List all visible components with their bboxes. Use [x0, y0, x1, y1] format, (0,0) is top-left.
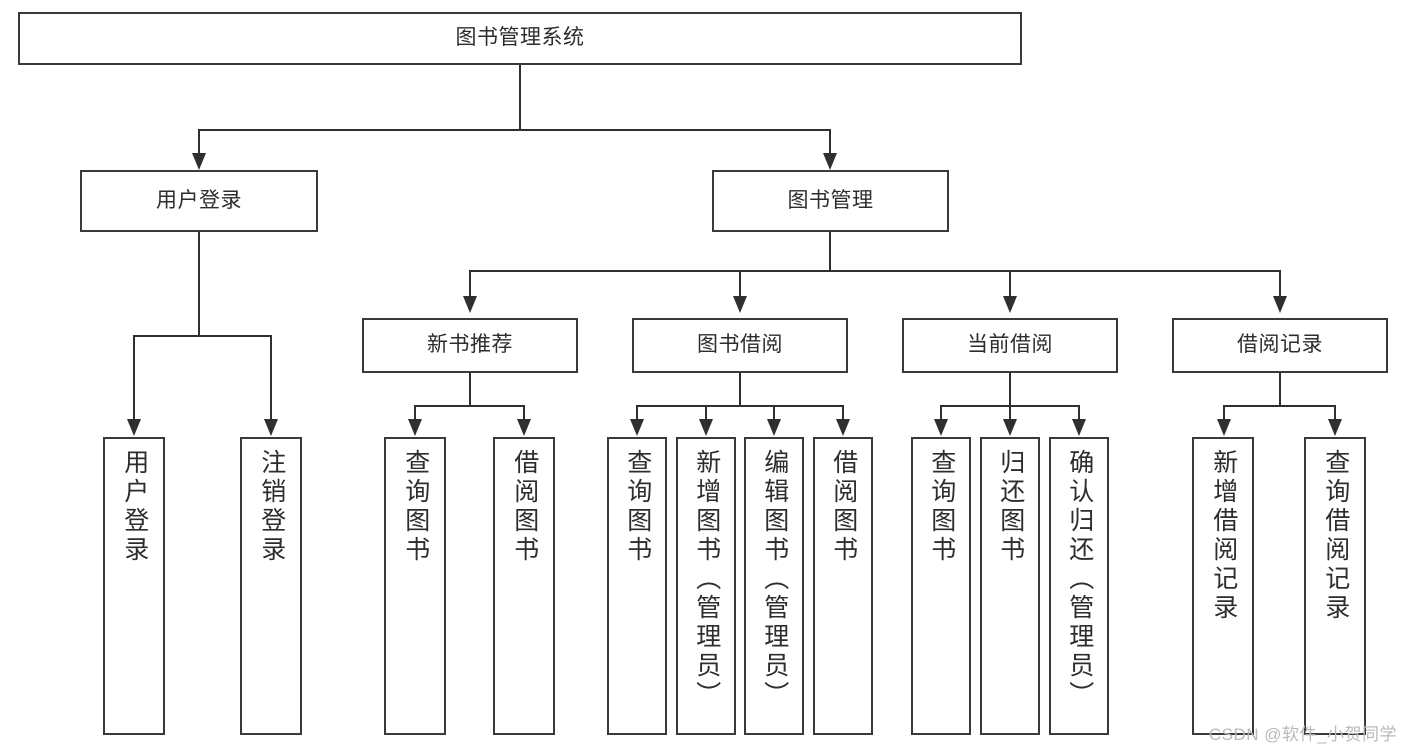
leaf-label: 借阅图书 — [829, 449, 858, 565]
connector-user-login-leaf-1 — [133, 335, 135, 421]
leaf-current-borrow-confirm-return[interactable]: 确认归还（管理员） — [1049, 437, 1109, 735]
arrow-book-borrow-leaf-2 — [699, 419, 713, 436]
connector-new-book-stem — [469, 373, 471, 406]
node-book-management[interactable]: 图书管理 — [712, 170, 949, 232]
csdn-watermark: CSDN @软件_小贺同学 — [1208, 725, 1397, 744]
connector-root-stem — [519, 65, 521, 130]
connector-to-current-borrow — [1009, 270, 1011, 298]
connector-book-borrow-leaf-2 — [705, 405, 707, 421]
arrow-to-user-login — [192, 153, 206, 170]
connector-book-borrow-leaf-4 — [842, 405, 844, 421]
connector-borrow-record-leaf-1 — [1223, 405, 1225, 421]
arrow-to-book-management — [823, 153, 837, 170]
leaf-new-book-query[interactable]: 查询图书 — [384, 437, 446, 735]
node-new-book-recommend[interactable]: 新书推荐 — [362, 318, 578, 373]
node-label: 图书管理系统 — [455, 26, 585, 50]
arrow-to-book-borrow — [733, 296, 747, 313]
leaf-user-login-login[interactable]: 用户登录 — [103, 437, 165, 735]
arrow-to-current-borrow — [1003, 296, 1017, 313]
connector-borrow-record-bus — [1223, 405, 1335, 407]
node-user-login[interactable]: 用户登录 — [80, 170, 318, 232]
leaf-label: 借阅图书 — [510, 449, 539, 565]
leaf-label: 新增图书（管理员） — [692, 449, 721, 710]
node-label: 图书借阅 — [697, 333, 783, 357]
leaf-label: 查询图书 — [927, 449, 956, 565]
connector-book-borrow-leaf-3 — [773, 405, 775, 421]
connector-to-book-management — [829, 129, 831, 155]
leaf-label: 新增借阅记录 — [1209, 449, 1238, 623]
node-label: 借阅记录 — [1237, 333, 1323, 357]
leaf-label: 用户登录 — [120, 449, 149, 565]
connector-new-book-leaf-1 — [414, 405, 416, 421]
connector-user-login-leaf-2 — [270, 335, 272, 421]
connector-new-book-bus — [414, 405, 524, 407]
leaf-label: 编辑图书（管理员） — [760, 449, 789, 710]
connector-new-book-leaf-2 — [523, 405, 525, 421]
connector-book-borrow-stem — [739, 373, 741, 406]
connector-current-borrow-leaf-1 — [940, 405, 942, 421]
leaf-label: 确认归还（管理员） — [1065, 449, 1094, 710]
connector-to-user-login — [198, 129, 200, 155]
leaf-current-borrow-return[interactable]: 归还图书 — [980, 437, 1040, 735]
connector-current-borrow-stem — [1009, 373, 1011, 406]
connector-to-book-borrow — [739, 270, 741, 298]
connector-user-login-stem — [198, 232, 200, 336]
arrow-book-borrow-leaf-3 — [767, 419, 781, 436]
node-borrow-record[interactable]: 借阅记录 — [1172, 318, 1388, 373]
leaf-label: 归还图书 — [996, 449, 1025, 565]
leaf-book-borrow-query[interactable]: 查询图书 — [607, 437, 667, 735]
arrow-current-borrow-leaf-2 — [1003, 419, 1017, 436]
leaf-label: 注销登录 — [257, 449, 286, 565]
leaf-borrow-record-query[interactable]: 查询借阅记录 — [1304, 437, 1366, 735]
arrow-to-new-book — [463, 296, 477, 313]
arrow-user-login-leaf-2 — [264, 419, 278, 436]
connector-current-borrow-leaf-3 — [1078, 405, 1080, 421]
connector-current-borrow-leaf-2 — [1009, 405, 1011, 421]
leaf-label: 查询图书 — [401, 449, 430, 565]
connector-level2-bus — [198, 129, 831, 131]
arrow-book-borrow-leaf-1 — [630, 419, 644, 436]
arrow-new-book-leaf-1 — [408, 419, 422, 436]
connector-level3-bus — [469, 270, 1281, 272]
arrow-current-borrow-leaf-1 — [934, 419, 948, 436]
node-book-borrow[interactable]: 图书借阅 — [632, 318, 848, 373]
connector-user-login-bus — [133, 335, 271, 337]
leaf-label: 查询借阅记录 — [1321, 449, 1350, 623]
leaf-new-book-borrow[interactable]: 借阅图书 — [493, 437, 555, 735]
leaf-borrow-record-add[interactable]: 新增借阅记录 — [1192, 437, 1254, 735]
arrow-current-borrow-leaf-3 — [1072, 419, 1086, 436]
node-label: 用户登录 — [156, 188, 242, 212]
node-label: 新书推荐 — [427, 333, 513, 357]
connector-borrow-record-leaf-2 — [1334, 405, 1336, 421]
leaf-book-borrow-borrow[interactable]: 借阅图书 — [813, 437, 873, 735]
arrow-user-login-leaf-1 — [127, 419, 141, 436]
connector-book-borrow-leaf-1 — [636, 405, 638, 421]
node-current-borrow[interactable]: 当前借阅 — [902, 318, 1118, 373]
leaf-user-login-logout[interactable]: 注销登录 — [240, 437, 302, 735]
node-root-book-management-system[interactable]: 图书管理系统 — [18, 12, 1022, 65]
leaf-current-borrow-query[interactable]: 查询图书 — [911, 437, 971, 735]
arrow-book-borrow-leaf-4 — [836, 419, 850, 436]
leaf-book-borrow-add[interactable]: 新增图书（管理员） — [676, 437, 736, 735]
arrow-to-borrow-record — [1273, 296, 1287, 313]
leaf-book-borrow-edit[interactable]: 编辑图书（管理员） — [744, 437, 804, 735]
connector-book-management-stem — [829, 232, 831, 271]
connector-to-borrow-record — [1279, 270, 1281, 298]
connector-book-borrow-bus — [636, 405, 844, 407]
connector-to-new-book — [469, 270, 471, 298]
leaf-label: 查询图书 — [623, 449, 652, 565]
arrow-new-book-leaf-2 — [517, 419, 531, 436]
node-label: 图书管理 — [787, 188, 874, 212]
connector-borrow-record-stem — [1279, 373, 1281, 406]
node-label: 当前借阅 — [967, 333, 1053, 357]
arrow-borrow-record-leaf-2 — [1328, 419, 1342, 436]
arrow-borrow-record-leaf-1 — [1217, 419, 1231, 436]
